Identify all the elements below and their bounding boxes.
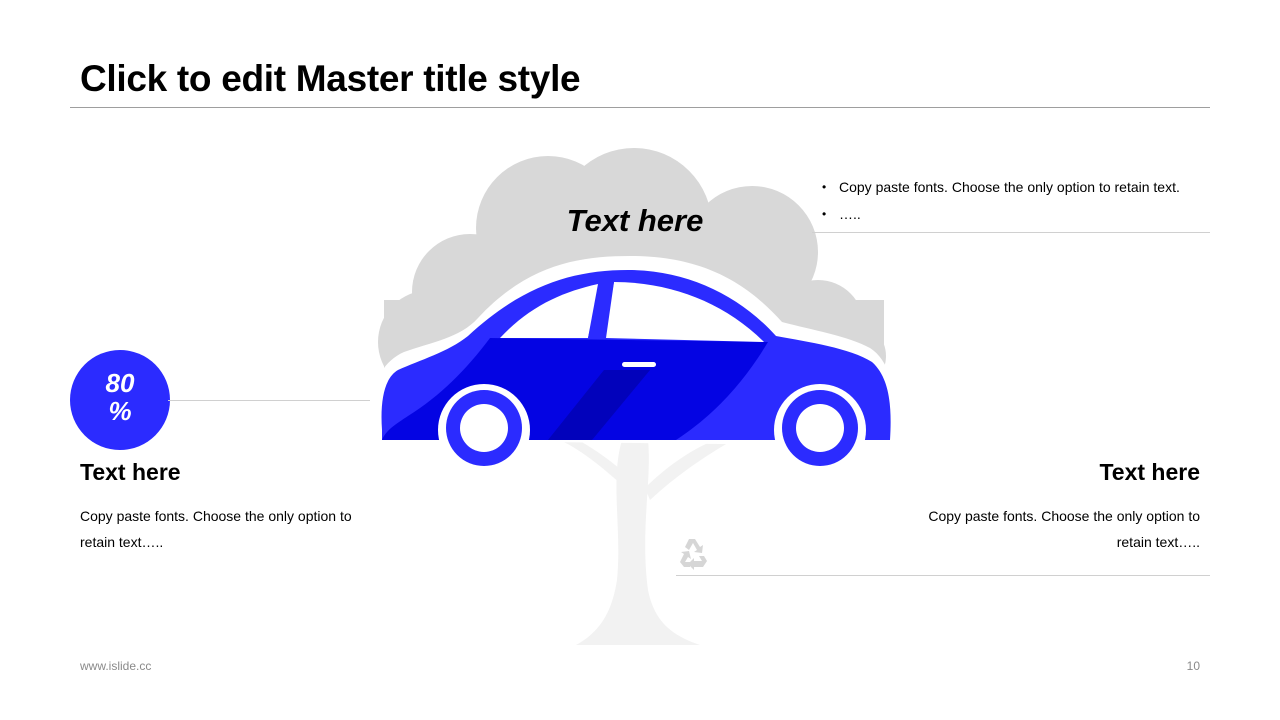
car-icon xyxy=(381,270,891,476)
recycle-icon xyxy=(680,539,707,570)
left-heading[interactable]: Text here xyxy=(80,459,181,485)
bullet-item[interactable]: Copy paste fonts. Choose the only option… xyxy=(822,174,1180,201)
slide-title[interactable]: Click to edit Master title style xyxy=(80,58,581,99)
tree-icon xyxy=(560,440,733,645)
bullet-item[interactable]: ….. xyxy=(822,201,1180,228)
left-divider xyxy=(168,400,370,401)
bullet-list: Copy paste fonts. Choose the only option… xyxy=(822,174,1180,228)
percent-label[interactable]: 80 % xyxy=(70,369,170,425)
footer-url[interactable]: www.islide.cc xyxy=(80,659,152,673)
title-divider xyxy=(70,107,1210,108)
bottom-right-divider xyxy=(676,575,1210,576)
cloud-label[interactable]: Text here xyxy=(566,203,704,238)
percent-unit: % xyxy=(108,396,132,426)
left-body-text[interactable]: Copy paste fonts. Choose the only option… xyxy=(80,508,352,550)
right-heading[interactable]: Text here xyxy=(1099,459,1200,485)
top-right-divider xyxy=(812,232,1210,233)
page-number: 10 xyxy=(1186,659,1200,673)
percent-badge: 80 % xyxy=(70,350,170,450)
percent-value: 80 xyxy=(105,368,135,398)
right-body-text[interactable]: Copy paste fonts. Choose the only option… xyxy=(928,508,1200,550)
